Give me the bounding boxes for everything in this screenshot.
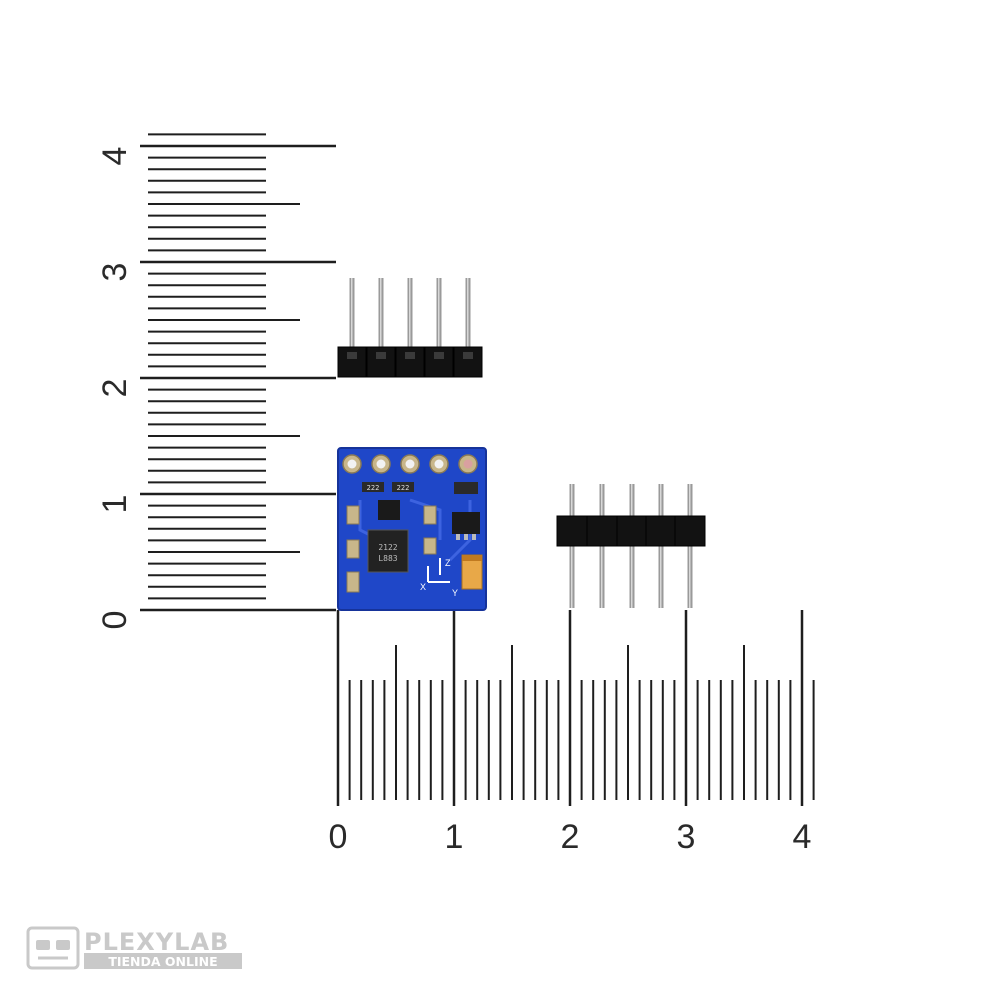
chip-marking: L883 (378, 554, 397, 563)
capacitor (423, 537, 437, 555)
header-plastic-block (586, 515, 618, 547)
resistor-marking: 222 (367, 484, 380, 492)
axis-label-y: Y (452, 588, 458, 598)
header-plastic-top (434, 352, 444, 359)
header-pad-hole (463, 459, 473, 469)
horizontal-ruler (336, 610, 815, 806)
capacitor (423, 505, 437, 525)
vertical-tick-label: 1 (96, 495, 134, 514)
capacitor (346, 505, 360, 525)
header-pads (342, 454, 478, 474)
vertical-tick-label: 0 (96, 611, 134, 630)
header-plastic-block (424, 346, 454, 378)
header-pad-hole (376, 459, 386, 469)
header-pin-highlight (409, 278, 411, 350)
header-pin-highlight (467, 278, 469, 350)
header-pin-highlight (380, 278, 382, 350)
header-plastic-block (366, 346, 396, 378)
header-pin-highlight (438, 278, 440, 350)
pin-header-right (556, 484, 706, 608)
regulator-lead (464, 534, 468, 540)
axis-label-z: Z (445, 558, 451, 568)
header-plastic-top (376, 352, 386, 359)
watermark-tagline-bg (84, 953, 242, 969)
resistor (454, 482, 478, 494)
header-plastic-block (395, 346, 425, 378)
header-plastic-top (463, 352, 473, 359)
header-plastic-block (674, 515, 706, 547)
axis-label-x: X (420, 582, 426, 592)
header-plastic-top (347, 352, 357, 359)
header-plastic-block (645, 515, 677, 547)
watermark-tagline: TIENDA ONLINE (108, 954, 217, 969)
horizontal-tick-label: 1 (445, 818, 464, 856)
regulator-lead (456, 534, 460, 540)
horizontal-tick-label: 4 (793, 818, 812, 856)
robot-head-icon (26, 926, 80, 970)
watermark-brand: PLEXYLAB (84, 928, 229, 956)
vertical-tick-label: 3 (96, 263, 134, 282)
vertical-tick-label: 4 (96, 147, 134, 166)
vertical-ruler-labels: 0 1 2 3 4 (96, 147, 134, 630)
horizontal-tick-label: 2 (561, 818, 580, 856)
magnetometer-chip (367, 529, 409, 573)
vertical-tick-label: 2 (96, 379, 134, 398)
resistor-marking: 222 (397, 484, 410, 492)
brand-watermark: PLEXYLAB TIENDA ONLINE (26, 926, 242, 970)
header-plastic-top (405, 352, 415, 359)
capacitor (346, 539, 360, 559)
voltage-regulator (452, 512, 480, 534)
chip-marking: 2122 (378, 543, 397, 552)
header-pin-highlight (351, 278, 353, 350)
header-plastic-block (453, 346, 483, 378)
header-plastic-block (556, 515, 588, 547)
header-pad-hole (434, 459, 444, 469)
horizontal-ruler-labels: 0 1 2 3 4 (329, 818, 812, 856)
horizontal-tick-label: 0 (329, 818, 348, 856)
horizontal-tick-label: 3 (677, 818, 696, 856)
resistor (362, 482, 384, 492)
small-ic (378, 500, 400, 520)
vertical-ruler (140, 133, 336, 612)
header-plastic-block (337, 346, 367, 378)
header-pad-hole (405, 459, 415, 469)
tantalum-stripe (462, 555, 482, 561)
pcb-trace (409, 498, 442, 540)
header-pad-hole (347, 459, 357, 469)
header-plastic-block (616, 515, 648, 547)
pin-header-top (337, 278, 483, 378)
regulator-lead (472, 534, 476, 540)
resistor (392, 482, 414, 492)
capacitor (346, 571, 360, 593)
sensor-module-board: 222 222 2122 L883 X Y Z (337, 447, 487, 611)
